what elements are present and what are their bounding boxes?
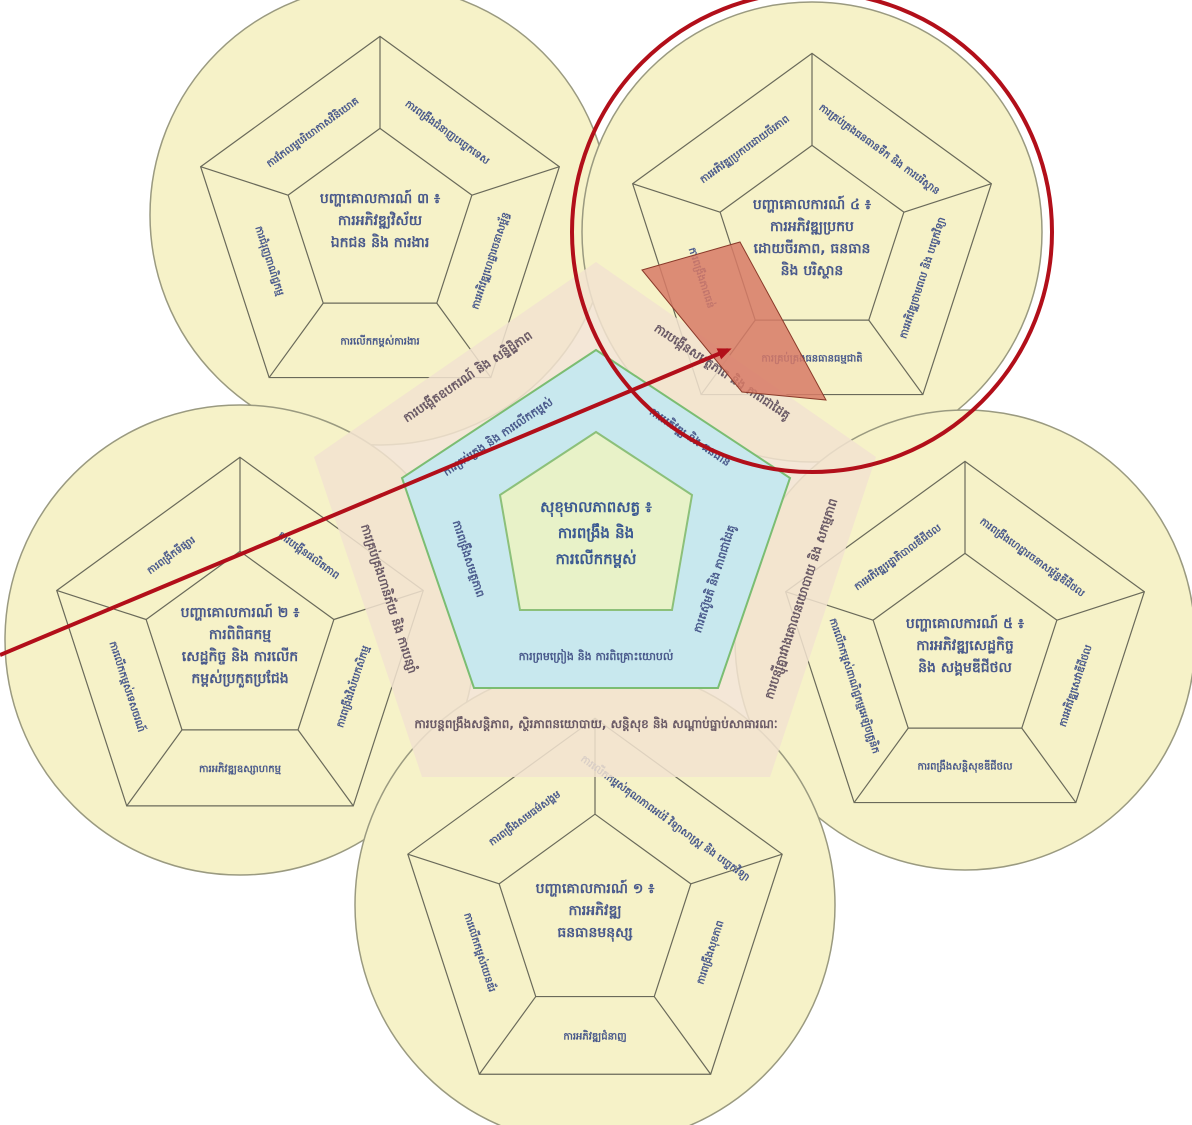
principle-subtitle: ការអភិវឌ្ឍ [568, 901, 621, 919]
principle-subtitle: ការពិពិធកម្ម [209, 625, 271, 643]
segment-divider [853, 727, 909, 803]
segment-divider [200, 166, 289, 196]
principle-subtitle: ឯកជន និង ការងារ [331, 233, 430, 251]
pointer-arrow [0, 348, 732, 657]
principle-subtitle: ការអភិវឌ្ឍវិស័យ [338, 211, 422, 229]
segment-divider [56, 589, 147, 621]
principle-subtitle: និង សង្គមឌីជីថល [918, 658, 1012, 676]
principle-subtitle: ដោយចីរភាព, ធនធាន [754, 239, 871, 257]
principle-title: បញ្ហាគោលការណ៍ ៣ ៖ [320, 189, 441, 207]
segment-divider [268, 302, 324, 378]
segment-divider [1056, 591, 1145, 621]
principle-title: បញ្ហាគោលការណ៍ ២ ៖ [181, 603, 301, 621]
outer-pentagon [407, 717, 783, 1075]
principle-title: បញ្ហាគោលការណ៍ ១ ៖ [536, 879, 656, 897]
core-pentagon [498, 430, 694, 611]
inner-label-bottom: ការព្រមព្រៀង និង ការពិគ្រោះយោបល់ [519, 649, 674, 664]
principle-subtitle: និង បរិស្ថាន [781, 261, 844, 279]
principle-title: បញ្ហាគោលការណ៍ ៥ ៖ [906, 614, 1025, 632]
segment-label: ការលើកកម្ពស់ការងារ [340, 334, 419, 347]
outer-pentagon [199, 35, 561, 379]
principle-subtitle: សេដ្ឋកិច្ច និង ការលើក [182, 647, 299, 665]
segment-label: ការពង្រឹងសន្តិសុខឌីជីថល [917, 759, 1012, 773]
principle-subtitle: ធនធានមនុស្ស [557, 925, 632, 942]
segment-divider [297, 729, 354, 807]
core-subtitle: ការពង្រឹង និង [558, 523, 634, 542]
highlight-circle [570, 0, 1054, 474]
inner-pentagon [287, 127, 473, 304]
segment-divider [1021, 727, 1077, 803]
segment-divider [903, 183, 992, 213]
core-subtitle-2: ការលើកកម្ពស់ [556, 549, 637, 568]
highlighted-segment [641, 241, 827, 401]
segment-divider [478, 996, 537, 1075]
segment-label: ការអភិវឌ្ឍឧស្សាហកម្ម [199, 762, 282, 775]
principle-subtitle: ការអភិវឌ្ឍប្រកប [770, 217, 854, 235]
principle-subtitle: ការអភិវឌ្ឍសេដ្ឋកិច្ច [916, 636, 1014, 654]
segment-divider [868, 319, 924, 395]
segment-divider [471, 166, 560, 196]
outer-label-bottom: ការបន្តពង្រឹងសន្តិភាព, ស្ថិរភាពនយោបាយ, ស… [414, 716, 777, 733]
segment-divider [653, 996, 712, 1075]
segment-divider [690, 853, 783, 885]
core-title: សុខុមាលភាពសត្វ ៖ [540, 498, 652, 518]
inner-pentagon [719, 144, 905, 321]
principle-subtitle: កម្ពស់ប្រកួតប្រជែង [191, 669, 288, 688]
highlight-group [0, 0, 1054, 657]
inner-pentagon [872, 552, 1058, 729]
inner-pentagon [145, 550, 335, 731]
inner-pentagon [498, 813, 692, 998]
segment-divider [407, 853, 500, 885]
principle-title: បញ្ហាគោលការណ៍ ៤ ៖ [753, 195, 872, 213]
segment-label: ការអភិវឌ្ឍជំនាញ [563, 1029, 626, 1042]
segment-divider [632, 183, 721, 213]
center-pentagon-group: សុខុមាលភាពសត្វ ៖ ការពង្រឹង និង ការលើកកម្… [314, 262, 876, 777]
segment-divider [126, 729, 183, 807]
